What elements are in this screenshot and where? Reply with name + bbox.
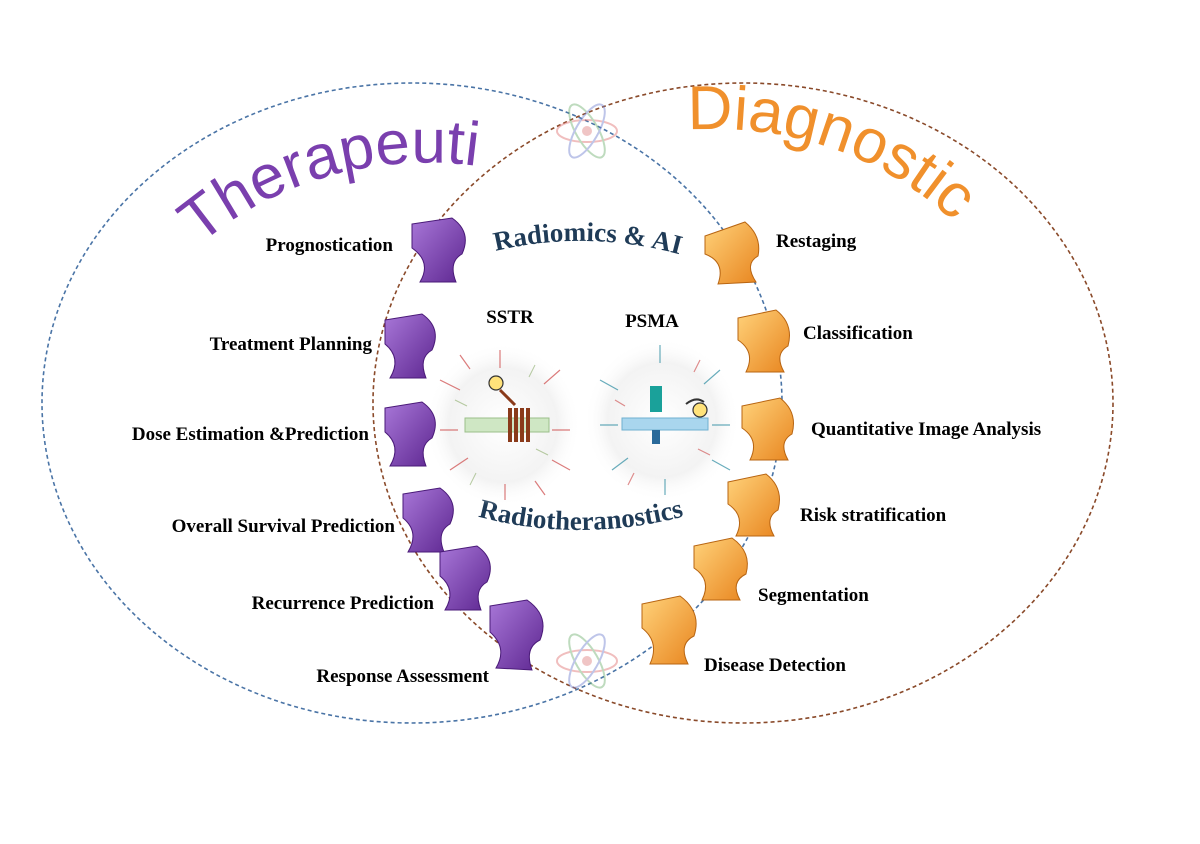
puzzle-piece-icon — [741, 397, 794, 461]
puzzle-piece-icon — [704, 221, 760, 285]
diagnostics-item-segmentation: Segmentation — [758, 585, 869, 606]
therapeutics-puzzle-pieces — [384, 217, 544, 671]
therapeutics-title: Therapeutics — [0, 0, 483, 256]
sstr-label: SSTR — [486, 307, 534, 328]
radiomics-ai-title: Radiomics & AI — [491, 217, 686, 260]
diagnostics-title: Diagnostics — [0, 0, 990, 232]
puzzle-piece-icon — [641, 595, 697, 665]
therapeutics-item-dose-estimation: Dose Estimation &Prediction — [132, 424, 370, 445]
sstr-illustration — [425, 343, 581, 507]
therapeutics-item-response: Response Assessment — [316, 666, 489, 687]
puzzle-piece-icon — [737, 309, 790, 373]
diagnostics-labels: Restaging Classification Quantitative Im… — [704, 231, 1041, 676]
diagnostics-item-risk: Risk stratification — [800, 505, 947, 526]
atom-icon-bottom — [556, 633, 618, 689]
diagnostics-circle — [372, 82, 1114, 724]
puzzle-piece-icon — [439, 545, 491, 611]
puzzle-piece-icon — [384, 401, 436, 467]
diagnostics-puzzle-pieces — [641, 221, 794, 665]
therapeutics-labels: Prognostication Treatment Planning Dose … — [132, 235, 490, 687]
therapeutics-item-prognostication: Prognostication — [266, 235, 394, 256]
puzzle-piece-icon — [693, 537, 748, 601]
therapeutics-item-recurrence: Recurrence Prediction — [252, 593, 435, 614]
therapeutics-item-treatment-planning: Treatment Planning — [210, 334, 373, 355]
psma-illustration — [584, 338, 740, 502]
puzzle-piece-icon — [384, 313, 436, 379]
diagnostics-item-restaging: Restaging — [776, 231, 857, 252]
diagnostics-item-classification: Classification — [803, 323, 913, 344]
atom-icon-top — [556, 103, 618, 159]
puzzle-piece-icon — [489, 599, 544, 671]
psma-label: PSMA — [625, 311, 679, 332]
puzzle-piece-icon — [411, 217, 466, 283]
therapeutics-item-overall-survival: Overall Survival Prediction — [172, 516, 396, 537]
diagnostics-item-quantitative: Quantitative Image Analysis — [811, 419, 1041, 440]
puzzle-piece-icon — [727, 473, 780, 537]
diagnostics-item-disease-detection: Disease Detection — [704, 655, 846, 676]
puzzle-piece-icon — [402, 487, 454, 553]
